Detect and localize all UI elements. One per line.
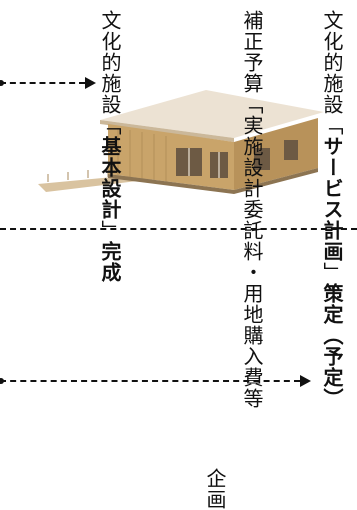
service-plan-status: 策定（予定） <box>320 283 344 409</box>
roof <box>100 90 324 138</box>
service-plan-bracket-open: 「 <box>320 115 344 136</box>
basic-design-status: 完成 <box>98 241 122 283</box>
building-base <box>108 168 318 194</box>
service-plan-facility: 文化的施設 <box>320 10 344 115</box>
timeline-arrow-top <box>85 77 96 89</box>
roof-edge <box>100 120 234 142</box>
service-plan-title: サービス計画 <box>320 136 344 262</box>
service-plan-bracket-close: 」 <box>320 262 344 283</box>
timeline-arrow-bottom <box>300 375 311 387</box>
planning-column: 企画 <box>203 468 227 510</box>
timeline-line-middle <box>0 228 357 230</box>
basic-design-bracket-open: 「 <box>98 115 122 136</box>
basic-design-column: 文化的施設「基本設計」完成 <box>98 10 122 283</box>
wood-siding <box>117 128 167 182</box>
supplementary-budget-column: 補正予算「実施設計委託料・用地購入費等 <box>240 10 264 409</box>
timeline-line-top <box>0 82 85 84</box>
building-front-wall <box>108 124 234 190</box>
building-illustration <box>38 90 324 194</box>
basic-design-title: 基本設計 <box>98 136 122 220</box>
timeline-line-bottom <box>0 380 300 382</box>
service-plan-column: 文化的施設「サービス計画」策定（予定） <box>320 10 344 409</box>
basic-design-facility: 文化的施設 <box>98 10 122 115</box>
window-frames <box>188 148 220 178</box>
basic-design-bracket-close: 」 <box>98 220 122 241</box>
building-side-wall <box>234 118 318 190</box>
